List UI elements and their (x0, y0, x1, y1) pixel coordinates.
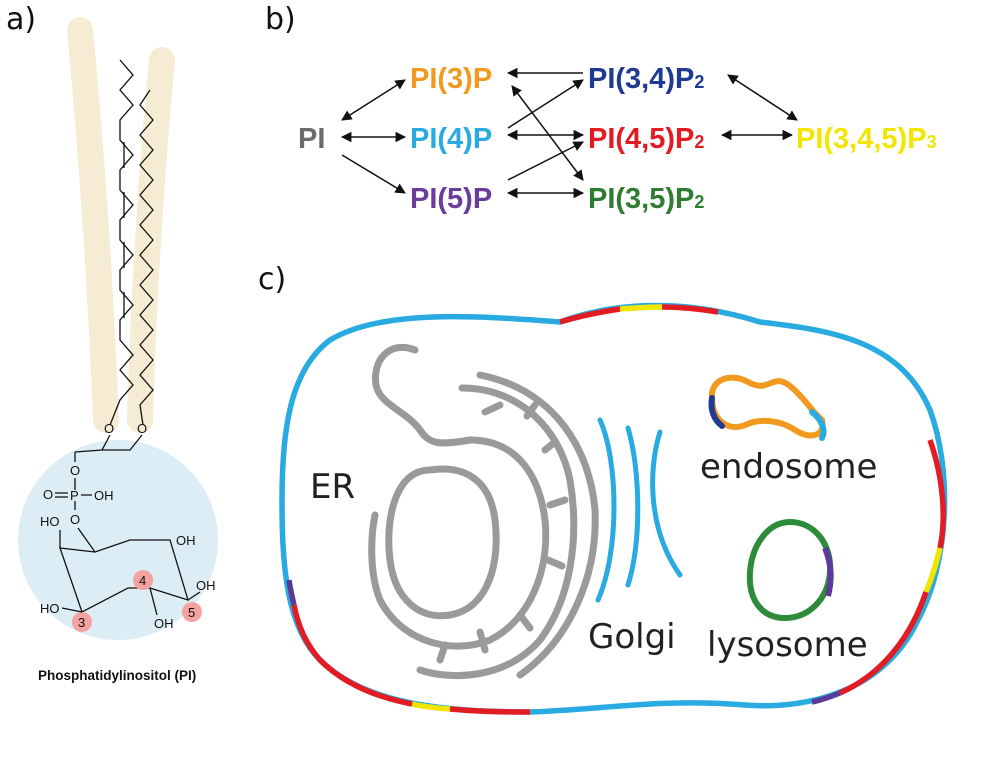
atom-o1: O (104, 421, 114, 436)
arrow-pi4p-pi34p2 (507, 79, 584, 129)
position-5-label: 5 (188, 605, 195, 620)
atom-o4: O (70, 512, 80, 527)
membrane-yellow-right (923, 547, 943, 594)
atom-o2: O (137, 421, 147, 436)
phosphate-bonds (55, 492, 92, 510)
membrane-red-right (927, 439, 946, 549)
head-group-bubble (18, 440, 218, 640)
membrane-yellow-bottom (411, 701, 451, 712)
golgi (595, 417, 683, 603)
fatty-acid-chain-left (109, 59, 134, 426)
position-4-label: 4 (139, 573, 146, 588)
position-3-label: 3 (78, 615, 85, 630)
node-pi3p: PI(3)P (410, 63, 492, 95)
pi-structure: O O O O P OH O HO OH 4 5 3 OH HO OH Phos… (18, 17, 218, 683)
plasma-membrane (279, 302, 948, 715)
arrow-pi34p2-pi345p3 (727, 74, 798, 121)
atom-o-double: O (43, 487, 53, 502)
node-pi345p3: PI(3,4,5)P3 (796, 123, 937, 155)
atom-o3: O (70, 463, 80, 478)
oh-bonds (61, 587, 201, 616)
arrow-pi-pi3p (341, 79, 406, 121)
cell-diagram: ER Golgi endosome lysosome (279, 302, 948, 715)
phosphoinositide-network: PI PI(3)P PI(4)P PI(5)P PI(3,4)P2 PI(4,5… (298, 63, 937, 215)
structure-caption: Phosphatidylinositol (PI) (38, 668, 196, 683)
panel-label-b: b) (265, 2, 296, 37)
lysosome-label: lysosome (707, 625, 868, 665)
position-4-marker (133, 570, 153, 590)
membrane-red-top2 (661, 304, 719, 315)
atom-oh-4: OH (154, 616, 174, 631)
atom-p: P (70, 488, 79, 503)
arrow-pi3p-pi35p2 (511, 85, 584, 181)
inositol-ring (59, 527, 189, 613)
node-pi34p2: PI(3,4)P2 (588, 63, 704, 95)
position-5-marker (182, 602, 202, 622)
arrow-pi-pi5p (341, 154, 406, 194)
atom-ho-top: HO (40, 514, 60, 529)
atom-oh-5: OH (196, 578, 216, 593)
atom-ho-left: HO (40, 601, 60, 616)
membrane-purple-bottom (811, 690, 842, 705)
golgi-label: Golgi (588, 617, 676, 657)
node-pi5p: PI(5)P (410, 183, 492, 215)
position-3-marker (72, 612, 92, 632)
glycerol-backbone (74, 434, 143, 490)
atom-oh-p: OH (94, 488, 114, 503)
endosome (708, 374, 827, 441)
panel-label-c: c) (258, 262, 287, 297)
fatty-acid-chain-right (139, 89, 154, 426)
atom-oh-right: OH (176, 533, 196, 548)
node-pi45p2: PI(4,5)P2 (588, 123, 704, 155)
membrane-red-right2 (838, 591, 929, 696)
er (368, 344, 599, 680)
node-pi4p: PI(4)P (410, 123, 492, 155)
panel-label-a: a) (6, 2, 37, 37)
tail-highlight-left (67, 17, 119, 433)
membrane-red-top (559, 306, 621, 325)
membrane-purple-left (286, 579, 297, 606)
membrane-red-bottom (449, 706, 531, 715)
er-label: ER (310, 467, 355, 507)
node-pi: PI (298, 123, 325, 155)
arrow-pi5p-pi45p2 (507, 141, 584, 181)
tail-highlight-right (127, 47, 175, 433)
node-pi35p2: PI(3,5)P2 (588, 183, 704, 215)
membrane-yellow-top (619, 304, 663, 312)
endosome-label: endosome (700, 447, 877, 487)
membrane-red-bottom2 (291, 604, 413, 707)
lysosome (746, 519, 834, 622)
